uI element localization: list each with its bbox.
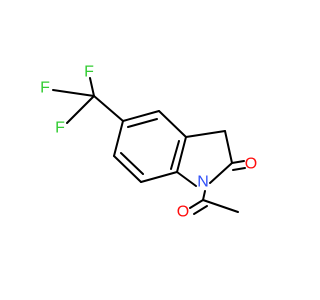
bonds: [52, 77, 246, 215]
molecule-diagram: F F F N O O: [40, 64, 257, 221]
bond-c-f-bottom: [66, 95, 95, 124]
atom-label-o-acetyl: O: [177, 204, 189, 221]
atom-label-f-top: F: [84, 64, 94, 81]
bond-acetyl-methyl: [202, 199, 239, 213]
atom-labels: F F F N O O: [40, 64, 257, 221]
bond-c-f-left: [52, 89, 95, 97]
bond-carbonyl-n: [209, 162, 233, 184]
bond-ring-4: [140, 171, 178, 183]
bond-c-f-top: [89, 77, 95, 97]
atom-label-o-lactam: O: [245, 156, 257, 173]
bond-ring-1: [122, 110, 160, 122]
bond-ring-6: [113, 120, 124, 157]
bond-ring-2: [158, 110, 187, 138]
bond-n-ring: [176, 171, 197, 187]
bond-lactam-co-1: [231, 160, 245, 164]
bond-lactam-co-2: [232, 167, 246, 171]
bond-ring-5-inner: [120, 152, 144, 175]
bond-ring-3-inner: [170, 140, 180, 170]
atom-label-f-bottom: F: [55, 120, 65, 137]
atom-label-n: N: [197, 174, 209, 191]
bond-acetyl-co-1: [189, 199, 204, 209]
bond-acetyl-co-2: [193, 205, 208, 215]
bond-cf3-ring: [93, 95, 124, 122]
bond-ch2-ring: [185, 130, 226, 138]
bond-ch2-carbonyl: [224, 130, 233, 164]
atom-label-f-left: F: [40, 80, 50, 97]
bond-n-acetyl: [202, 190, 206, 201]
molecule-structure: F F F N O O: [40, 64, 257, 221]
bond-ring-3: [176, 136, 187, 173]
bond-ring-1-inner: [127, 118, 158, 128]
bond-ring-5: [113, 155, 142, 183]
